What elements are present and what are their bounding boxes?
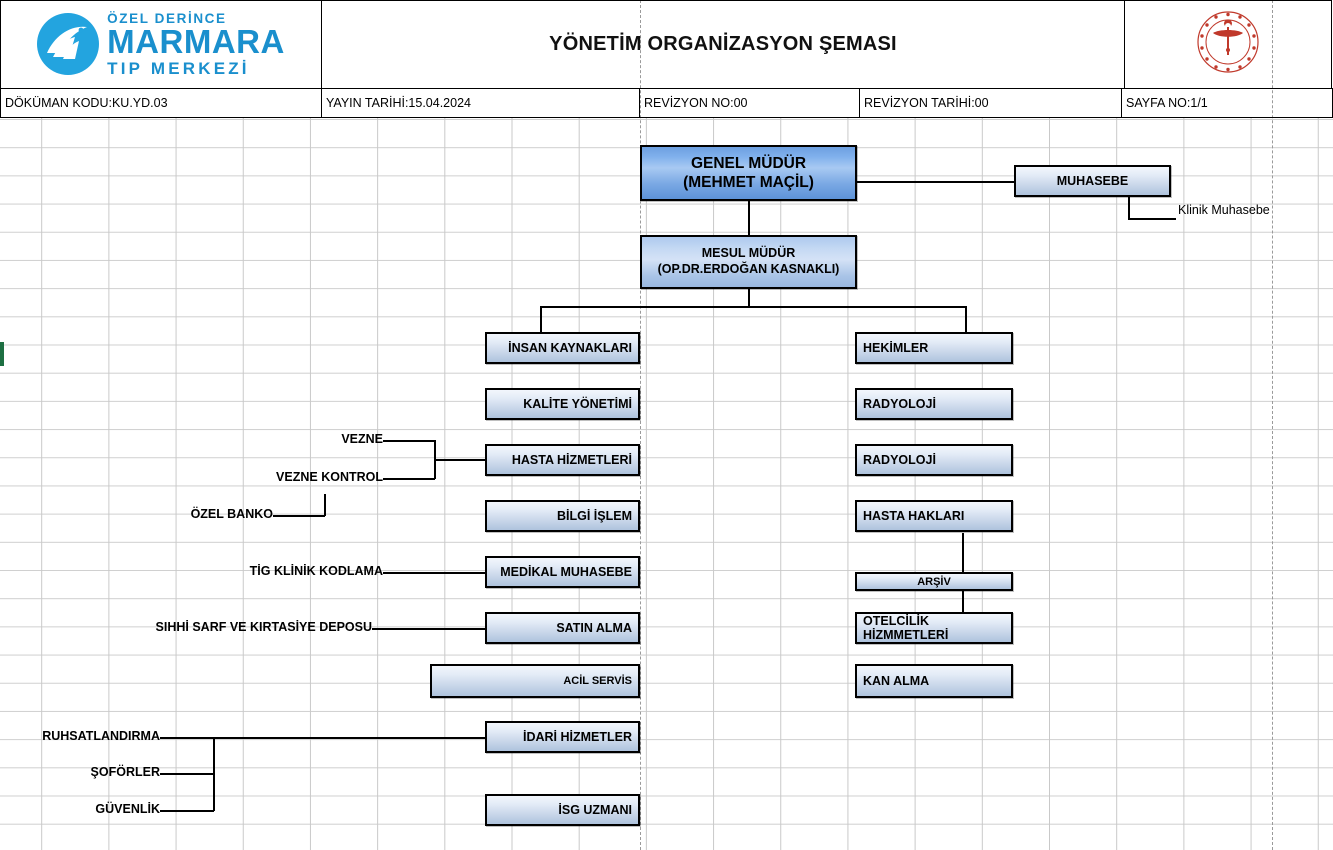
document-header: ÖZEL DERİNCE MARMARA TIP MERKEZİ YÖNETİM… — [0, 0, 1333, 118]
label-tig-klinik-kodlama: TİG KLİNİK KODLAMA — [249, 564, 383, 578]
node-mesul-mudur-line2: (OP.DR.ERDOĞAN KASNAKLI) — [657, 262, 840, 276]
node-hasta-haklari[interactable]: HASTA HAKLARI — [855, 500, 1013, 532]
label-klinik-muhasebe: Klinik Muhasebe — [1178, 203, 1270, 217]
connector-ozelbanko-stub — [273, 515, 325, 517]
connector-veznekontrol-stub — [383, 478, 435, 480]
node-muhasebe[interactable]: MUHASEBE — [1014, 165, 1171, 197]
node-insan-kaynaklari[interactable]: İNSAN KAYNAKLARI — [485, 332, 640, 364]
page-break-line-vertical-2 — [1272, 0, 1273, 850]
connector-ruhsat-to-idari — [160, 737, 486, 739]
connector-muhasebe-to-klinik — [1128, 218, 1176, 220]
node-hekimler[interactable]: HEKİMLER — [855, 332, 1013, 364]
label-sihhi-sarf-kirtasiye-deposu: SIHHİ SARF VE KIRTASİYE DEPOSU — [155, 620, 372, 634]
node-genel-mudur-line1: GENEL MÜDÜR — [690, 154, 807, 172]
node-kalite-yonetimi[interactable]: KALİTE YÖNETİMİ — [485, 388, 640, 420]
connector-guvenlik-stub — [160, 810, 214, 812]
node-acil-servis[interactable]: ACİL SERVİS — [430, 664, 640, 698]
connector-mm-stem — [748, 288, 750, 307]
logo-line-2: MARMARA — [107, 23, 285, 61]
connector-soforler-stub — [160, 773, 214, 775]
node-otelcilik-hizmetleri[interactable]: OTELCİLİK HİZMMETLERİ — [855, 612, 1013, 644]
spreadsheet-grid — [0, 118, 1333, 850]
logo-wordmark: ÖZEL DERİNCE MARMARA TIP MERKEZİ — [107, 12, 285, 77]
meta-page-no: SAYFA NO:1/1 — [1122, 89, 1333, 118]
document-meta-row: DÖKÜMAN KODU:KU.YD.03 YAYIN TARİHİ:15.04… — [0, 88, 1333, 118]
connector-sihhi-to-satinalma — [372, 628, 486, 630]
label-guvenlik: GÜVENLİK — [95, 802, 160, 816]
meta-revision-no: REVİZYON NO:00 — [640, 89, 860, 118]
page-title: YÖNETİM ORGANİZASYON ŞEMASI — [549, 33, 897, 55]
connector-arsiv-to-otelcilik — [962, 591, 964, 612]
node-mesul-mudur-line1: MESUL MÜDÜR — [701, 246, 796, 261]
node-mesul-mudur[interactable]: MESUL MÜDÜR (OP.DR.ERDOĞAN KASNAKLI) — [640, 235, 857, 289]
row-selection-marker — [0, 342, 4, 366]
node-medikal-muhasebe[interactable]: MEDİKAL MUHASEBE — [485, 556, 640, 588]
node-genel-mudur-line2: (MEHMET MAÇİL) — [683, 174, 814, 191]
label-vezne: VEZNE — [341, 432, 383, 446]
node-bilgi-islem[interactable]: BİLGİ İŞLEM — [485, 500, 640, 532]
node-isg-uzmani[interactable]: İSG UZMANI — [485, 794, 640, 826]
connector-bus-drop-right — [965, 306, 967, 332]
title-cell: YÖNETİM ORGANİZASYON ŞEMASI — [322, 0, 1125, 88]
node-kan-alma[interactable]: KAN ALMA — [855, 664, 1013, 698]
node-idari-hizmetler[interactable]: İDARİ HİZMETLER — [485, 721, 640, 753]
node-arsiv[interactable]: ARŞİV — [855, 572, 1013, 591]
label-vezne-kontrol: VEZNE KONTROL — [276, 470, 383, 484]
node-genel-mudur[interactable]: GENEL MÜDÜR (MEHMET MAÇİL) — [640, 145, 857, 201]
connector-gm-to-mm — [748, 200, 750, 235]
label-ozel-banko: ÖZEL BANKO — [190, 507, 273, 521]
connector-ozelbanko-riser — [324, 494, 326, 516]
connector-tig-to-medikal — [383, 572, 486, 574]
node-hasta-hizmetleri[interactable]: HASTA HİZMETLERİ — [485, 444, 640, 476]
marmara-bird-logo-icon — [37, 13, 100, 76]
node-satin-alma[interactable]: SATIN ALMA — [485, 612, 640, 644]
logo-line-3: TIP MERKEZİ — [107, 59, 250, 79]
turkish-health-ministry-seal-icon — [1195, 9, 1261, 80]
connector-mm-bus — [540, 306, 966, 308]
company-logo: ÖZEL DERİNCE MARMARA TIP MERKEZİ — [37, 12, 285, 77]
connector-vezne-to-hastahizmetleri — [434, 459, 486, 461]
connector-hastahaklari-to-arsiv — [962, 533, 964, 572]
connector-gm-to-muhasebe — [857, 181, 1015, 183]
label-ruhsatlandirma: RUHSATLANDIRMA — [42, 729, 160, 743]
node-radyoloji-2[interactable]: RADYOLOJİ — [855, 444, 1013, 476]
meta-revision-date: REVİZYON TARİHİ:00 — [860, 89, 1122, 118]
logo-cell: ÖZEL DERİNCE MARMARA TIP MERKEZİ — [0, 0, 322, 88]
connector-bus-drop-left — [540, 306, 542, 332]
label-soforler: ŞOFÖRLER — [90, 765, 160, 779]
node-radyoloji-1[interactable]: RADYOLOJİ — [855, 388, 1013, 420]
page-break-line-vertical-1 — [640, 0, 641, 850]
connector-muhasebe-drop — [1128, 197, 1130, 219]
logo-line-1: ÖZEL DERİNCE — [107, 10, 227, 26]
emblem-cell — [1125, 0, 1332, 88]
meta-publish-date: YAYIN TARİHİ:15.04.2024 — [322, 89, 640, 118]
connector-idari-bracket — [213, 737, 215, 811]
meta-document-code: DÖKÜMAN KODU:KU.YD.03 — [0, 89, 322, 118]
connector-vezne-stub — [383, 440, 435, 442]
